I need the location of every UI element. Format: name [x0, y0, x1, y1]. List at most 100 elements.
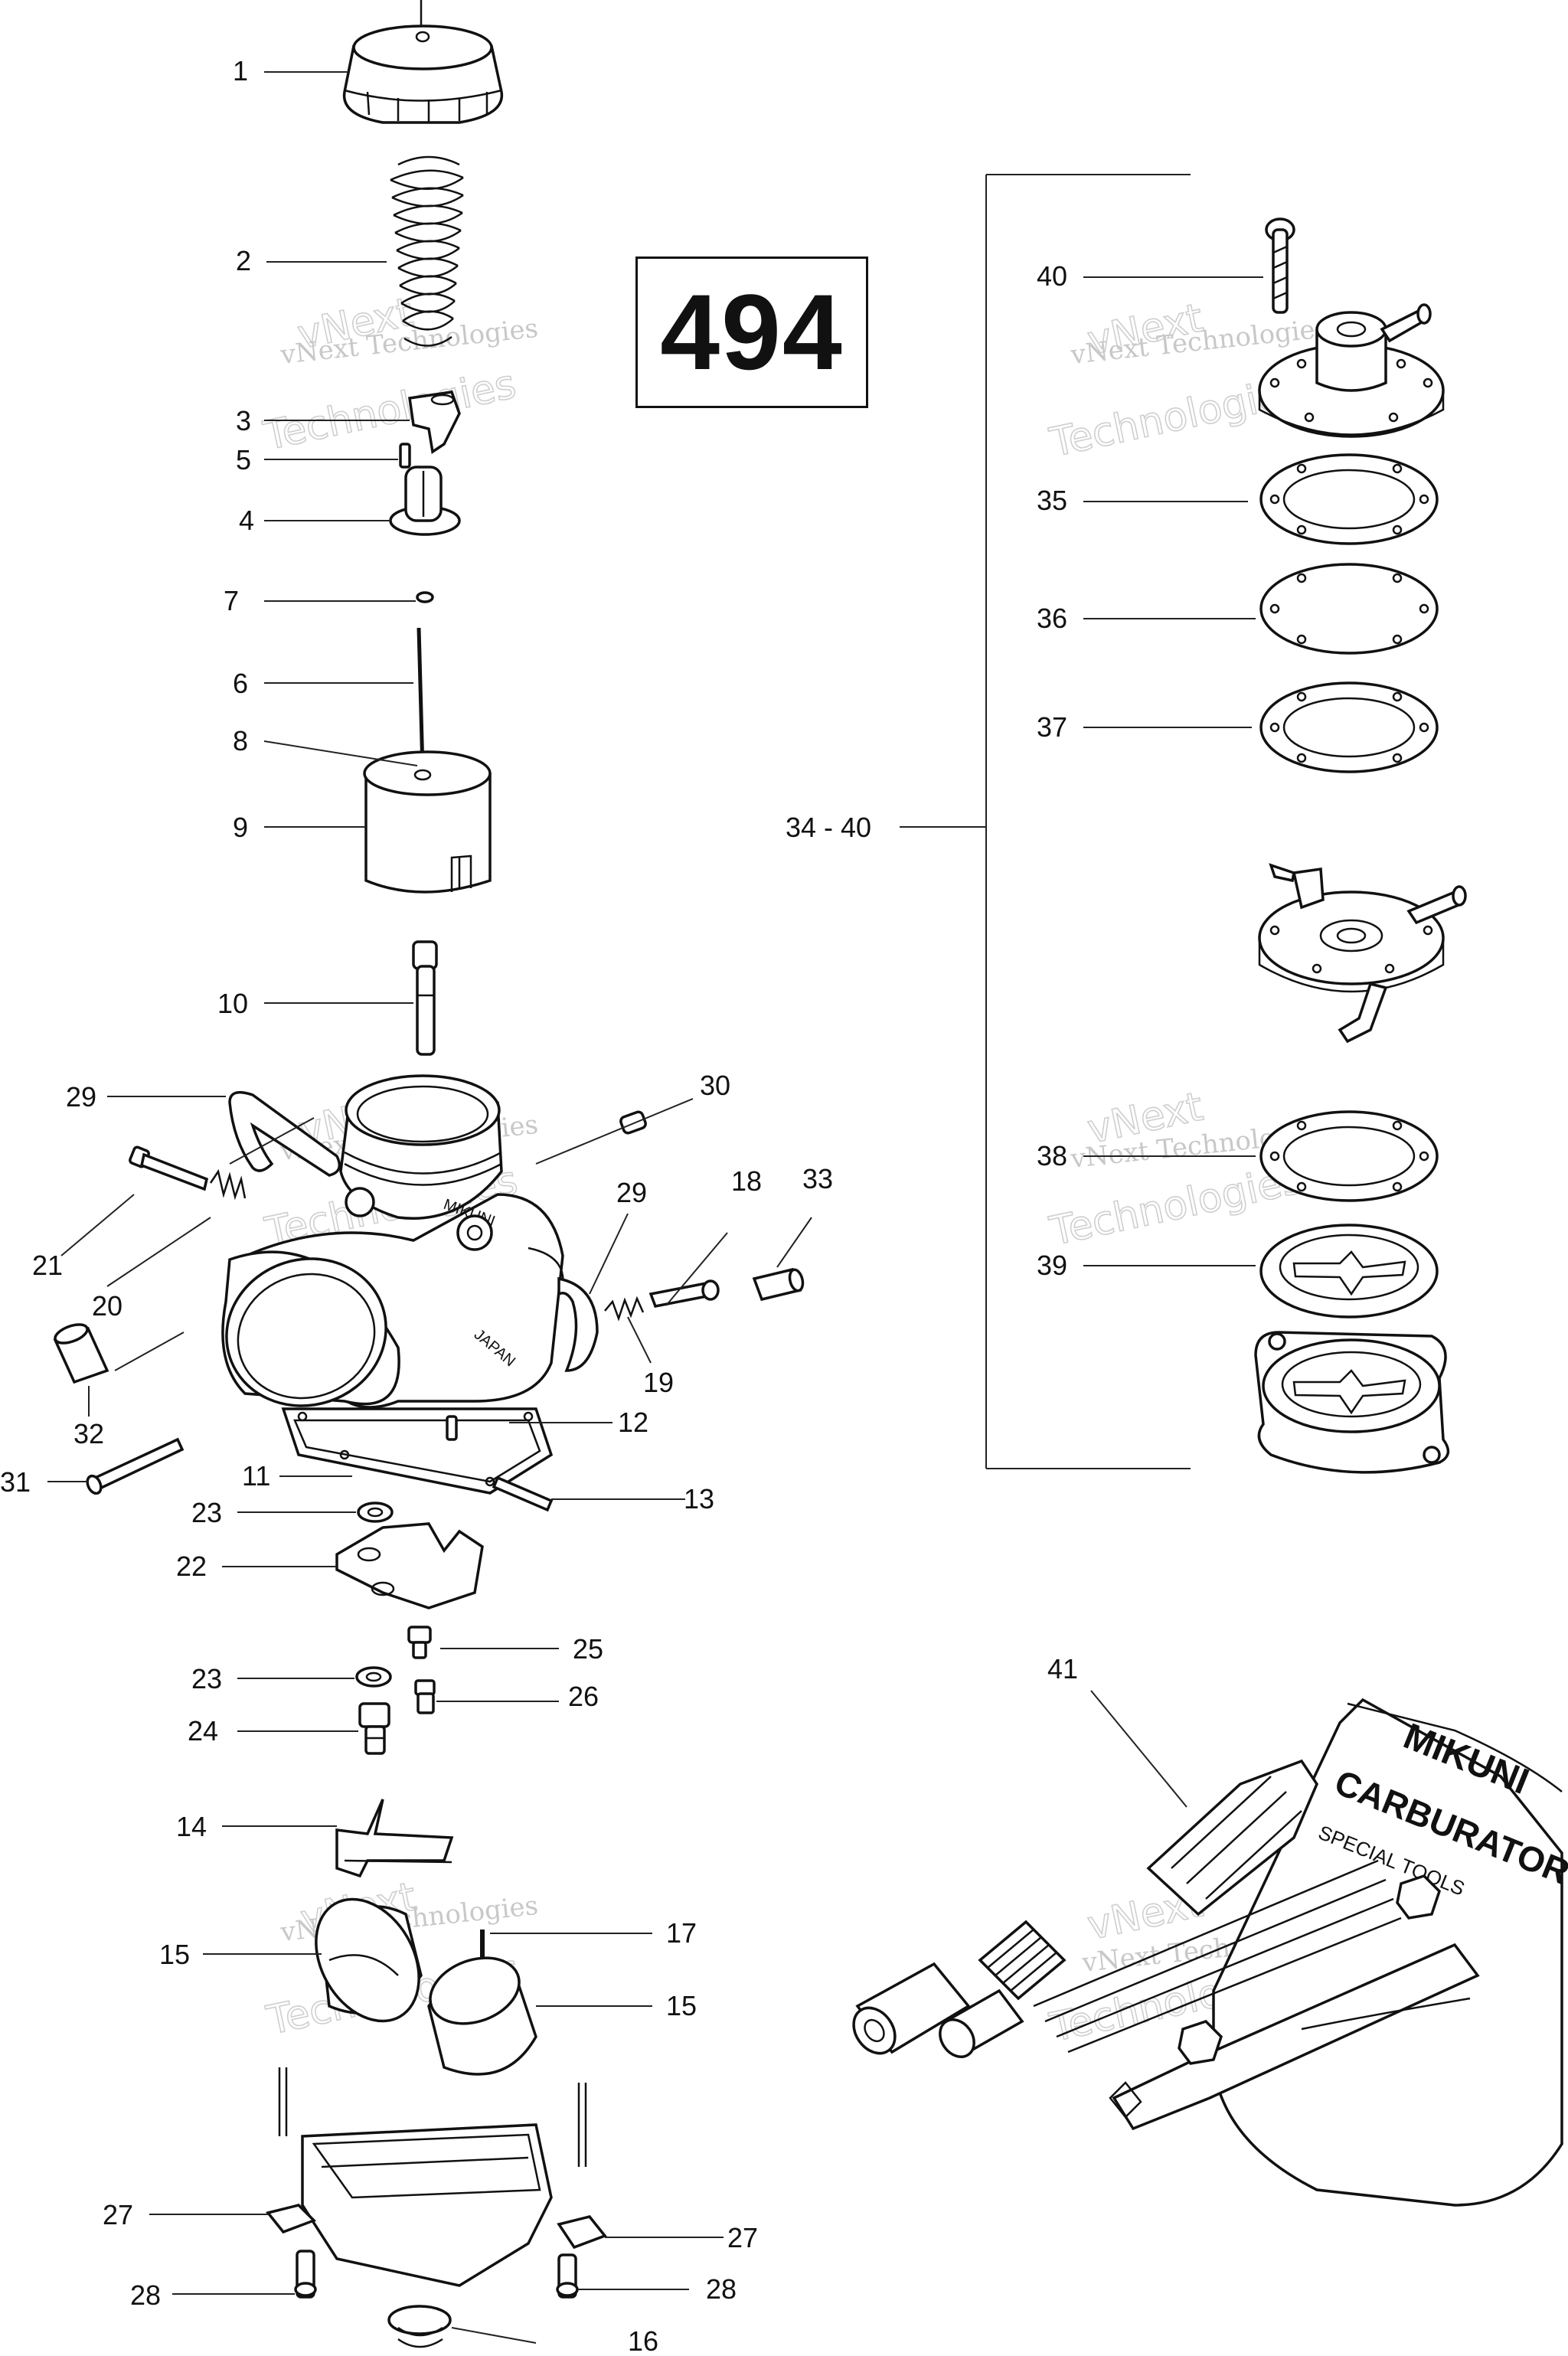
part-29-tube	[557, 1276, 599, 1372]
callout-13: 13	[684, 1483, 714, 1515]
part-25-main-jet	[407, 1626, 432, 1659]
callout-41: 41	[1047, 1653, 1078, 1684]
fuel-pump-body	[1258, 863, 1467, 1044]
part-35-gasket	[1259, 453, 1439, 545]
part-32-sleeve	[53, 1323, 109, 1384]
page-number-box: 494	[635, 257, 868, 408]
callout-3: 3	[236, 405, 251, 436]
callout-10: 10	[217, 988, 248, 1019]
part-10-needle-jet	[412, 940, 438, 1056]
callout-18: 18	[731, 1165, 762, 1197]
part-36-diaphragm	[1259, 563, 1439, 655]
callout-17: 17	[666, 1917, 697, 1949]
callout-11: 11	[242, 1460, 270, 1492]
callout-24: 24	[188, 1715, 218, 1747]
part-1-mixing-chamber-cap	[342, 0, 504, 124]
callout-33: 33	[802, 1163, 833, 1194]
fuel-pump-top-cover	[1258, 303, 1445, 438]
leader-lines	[47, 71, 1263, 2344]
part-3-plate	[408, 390, 461, 454]
callout-25: 25	[573, 1633, 603, 1665]
callout-29-right: 29	[616, 1177, 647, 1208]
callout-38: 38	[1037, 1140, 1067, 1171]
part-27-clip-right	[557, 2215, 607, 2250]
part-21-pilot-screw	[129, 1145, 209, 1191]
part-23-washer	[357, 1502, 394, 1523]
callout-labels: 1 2 3 5 4 7 6 8 9 10 29 21 20 32 31 11 1…	[0, 55, 1078, 2356]
float-bowl	[278, 2067, 587, 2287]
callout-36: 36	[1037, 603, 1067, 634]
callout-12: 12	[618, 1407, 648, 1438]
callout-16: 16	[628, 2325, 658, 2352]
callout-40: 40	[1037, 260, 1067, 292]
part-15-float-right	[427, 1956, 537, 2076]
part-41-special-tools-kit: MIKUNI CARBURATOR SPECIAL TOOLS	[852, 1698, 1568, 2207]
callout-27-left: 27	[103, 2199, 133, 2230]
callout-23-upper: 23	[191, 1497, 222, 1528]
callout-22: 22	[176, 1551, 207, 1582]
callout-5: 5	[236, 444, 251, 475]
part-23-washer-lower	[355, 1666, 392, 1688]
callout-19: 19	[643, 1367, 674, 1398]
callout-7: 7	[224, 585, 239, 616]
page-number: 494	[660, 272, 844, 392]
part-20-pilot-spring	[209, 1168, 247, 1201]
part-28-screw-left	[294, 2250, 317, 2299]
callout-21: 21	[32, 1250, 63, 1281]
part-9-throttle-valve	[363, 750, 492, 894]
part-30-plug	[619, 1110, 647, 1135]
part-39-diaphragm	[1259, 1224, 1439, 1319]
part-27-clip-left	[265, 2204, 317, 2234]
part-2-spring	[390, 155, 464, 347]
part-16-drain-plug	[387, 2305, 452, 2348]
callout-20: 20	[92, 1290, 122, 1322]
part-19-stop-spring	[604, 1296, 645, 1322]
part-4-needle-holder	[389, 466, 461, 536]
part-38-gasket	[1259, 1110, 1439, 1202]
callout-6: 6	[233, 668, 248, 699]
callout-31: 31	[0, 1466, 31, 1498]
part-7-clip	[416, 591, 434, 603]
part-31-rod	[86, 1437, 185, 1495]
callout-1: 1	[233, 55, 248, 87]
part-6-jet-needle	[416, 627, 425, 770]
callout-27-right: 27	[727, 2222, 758, 2253]
fuel-pump-bottom-cover	[1254, 1331, 1450, 1474]
callout-8: 8	[233, 725, 248, 756]
kit-34-40-bracket	[900, 174, 1191, 1469]
part-5-screw	[399, 443, 411, 469]
part-28-screw-right	[556, 2253, 579, 2299]
callout-15-left: 15	[159, 1939, 190, 1970]
callout-14: 14	[176, 1811, 207, 1842]
part-22-baffle-plate	[335, 1522, 484, 1609]
callout-35: 35	[1037, 485, 1067, 516]
callout-37: 37	[1037, 711, 1067, 743]
part-26-pilot-jet	[414, 1679, 436, 1714]
callout-15-right: 15	[666, 1990, 697, 2021]
part-13-pin	[492, 1475, 554, 1512]
part-40-screw	[1265, 217, 1295, 314]
callout-29-left: 29	[66, 1081, 96, 1113]
callout-28-left: 28	[130, 2279, 161, 2311]
part-15-float-left	[315, 1897, 423, 2023]
callout-26: 26	[568, 1681, 599, 1712]
part-14-float-arm	[335, 1799, 454, 1878]
watermark-line2: Technologies	[260, 361, 520, 459]
callout-34-40: 34 - 40	[786, 812, 871, 843]
part-33-rubber-cap	[752, 1267, 805, 1302]
callout-39: 39	[1037, 1250, 1067, 1281]
part-12-screw	[446, 1415, 458, 1441]
part-37-gasket	[1259, 681, 1439, 773]
callout-9: 9	[233, 812, 248, 843]
callout-4: 4	[239, 505, 254, 536]
carburetor-body: MIKUNI JAPAN	[221, 1074, 564, 1495]
callout-23-lower: 23	[191, 1663, 222, 1694]
part-18-throttle-stop-screw	[648, 1279, 720, 1309]
callout-28-right: 28	[706, 2273, 737, 2305]
callout-32: 32	[74, 1418, 104, 1449]
callout-2: 2	[236, 245, 251, 276]
part-24-main-jet-holder	[358, 1702, 390, 1755]
callout-30: 30	[700, 1070, 730, 1101]
